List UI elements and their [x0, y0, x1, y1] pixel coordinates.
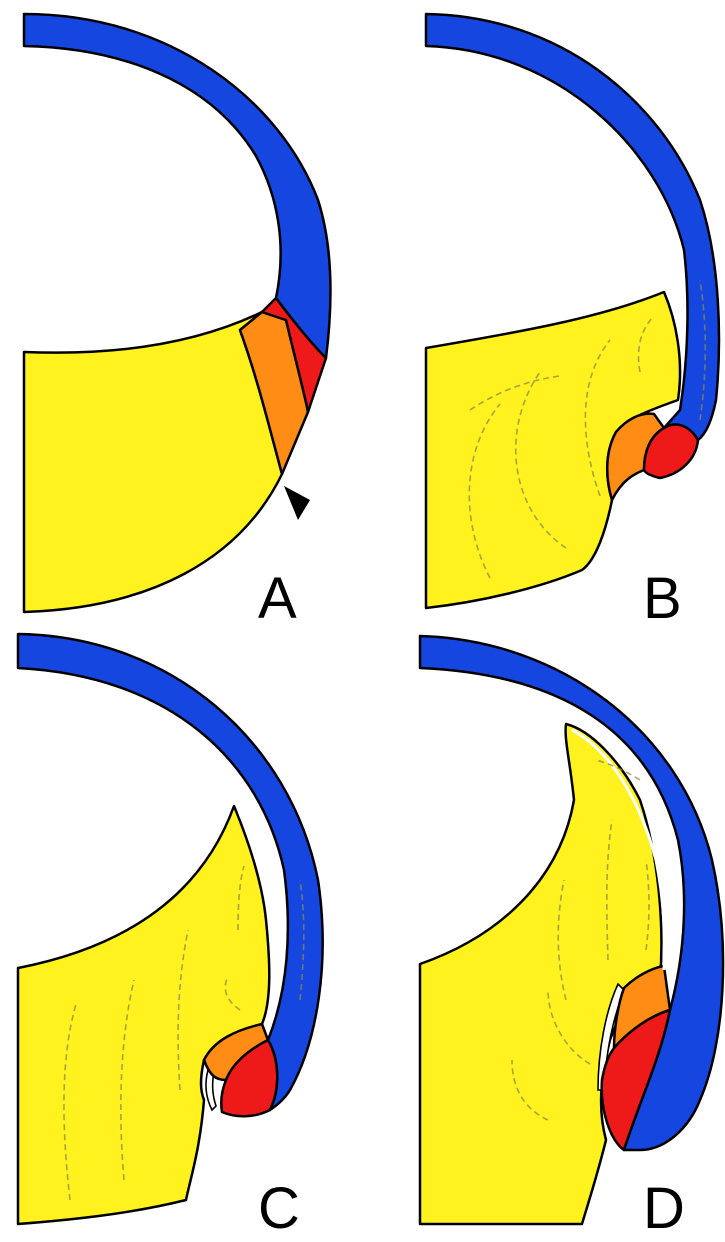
panel-a-yellow-region: [24, 312, 282, 612]
panel-c-letter: C: [258, 1176, 300, 1241]
panel-d-letter: D: [643, 1176, 685, 1241]
panel-a-arrowhead: [284, 486, 310, 520]
panel-a-letter: A: [258, 566, 297, 631]
panel-d: D: [420, 636, 723, 1241]
panel-c: C: [18, 634, 323, 1241]
panel-a-blue-layer: [24, 14, 330, 358]
panel-a: A: [24, 14, 330, 631]
panel-b-letter: B: [643, 566, 682, 631]
panel-c-yellow-region: [18, 806, 269, 1224]
panel-b: B: [426, 14, 719, 631]
